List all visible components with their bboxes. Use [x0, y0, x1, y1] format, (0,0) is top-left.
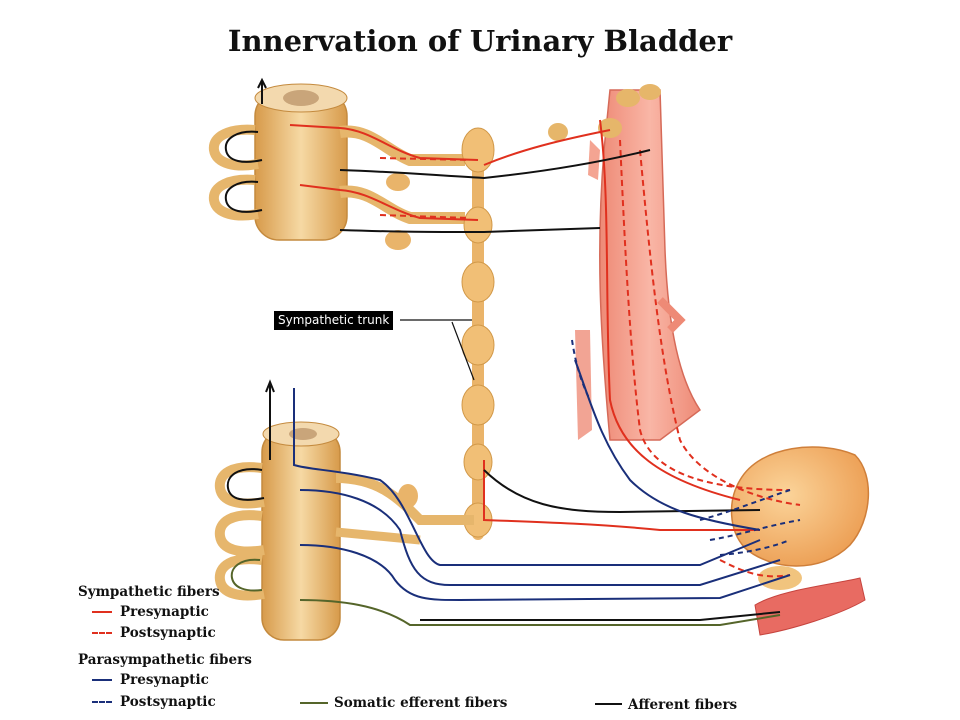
solid-blue-swatch — [92, 679, 112, 681]
sympathetic-presynaptic-fibers — [289, 119, 760, 531]
upper-spinal-cord — [208, 83, 465, 250]
legend-afferent: Afferent fibers — [628, 697, 738, 713]
legend-label: Postsynaptic — [120, 625, 216, 641]
legend-para-postsynaptic: Postsynaptic — [92, 694, 216, 710]
urinary-bladder — [730, 446, 870, 636]
diagram-title: Innervation of Urinary Bladder — [227, 24, 733, 58]
dashed-red-swatch — [92, 632, 112, 634]
parasympathetic-postsynaptic-fibers — [571, 339, 801, 556]
legend-symp-postsynaptic: Postsynaptic — [92, 625, 216, 641]
legend-samples — [300, 702, 622, 705]
lower-spinal-cord — [214, 421, 474, 641]
somatic-efferent-fibers — [230, 558, 781, 626]
legend-sympathetic-heading: Sympathetic fibers — [78, 584, 220, 600]
legend-label: Postsynaptic — [120, 694, 216, 710]
legend-label: Presynaptic — [120, 672, 209, 688]
afferent-fibers — [224, 77, 781, 621]
callout-leader — [400, 319, 475, 381]
sympathetic-postsynaptic-fibers — [379, 139, 801, 578]
legend-para-presynaptic: Presynaptic — [92, 672, 209, 688]
sympathetic-trunk — [461, 127, 495, 540]
aorta — [548, 84, 702, 441]
dashed-blue-swatch — [92, 701, 112, 703]
sympathetic-trunk-label: Sympathetic trunk — [274, 311, 394, 330]
legend-somatic-efferent: Somatic efferent fibers — [334, 695, 508, 711]
legend-symp-presynaptic: Presynaptic — [92, 604, 209, 620]
parasympathetic-presynaptic-fibers — [293, 359, 791, 602]
solid-red-swatch — [92, 611, 112, 613]
legend-label: Presynaptic — [120, 604, 209, 620]
legend-parasympathetic-heading: Parasympathetic fibers — [78, 652, 252, 668]
